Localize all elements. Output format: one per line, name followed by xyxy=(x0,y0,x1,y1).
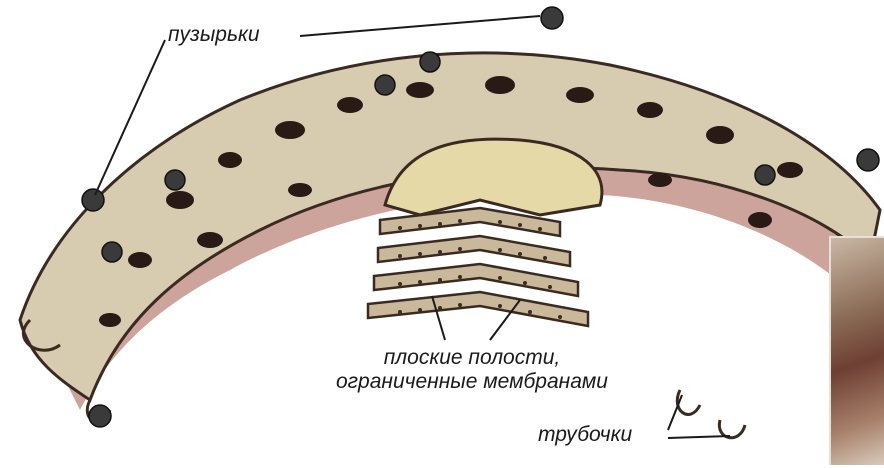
label-vesicles: пузырьки xyxy=(168,23,260,47)
label-flat-cavities: плоские полости, ограниченные мембранами xyxy=(322,346,622,394)
stacked-cavities xyxy=(368,208,588,326)
label-tubules: трубочки xyxy=(538,423,632,447)
label-flat-cavities-line2: ограниченные мембранами xyxy=(322,370,622,394)
label-flat-cavities-line1: плоские полости, xyxy=(322,346,622,370)
photo-inset xyxy=(829,236,884,465)
